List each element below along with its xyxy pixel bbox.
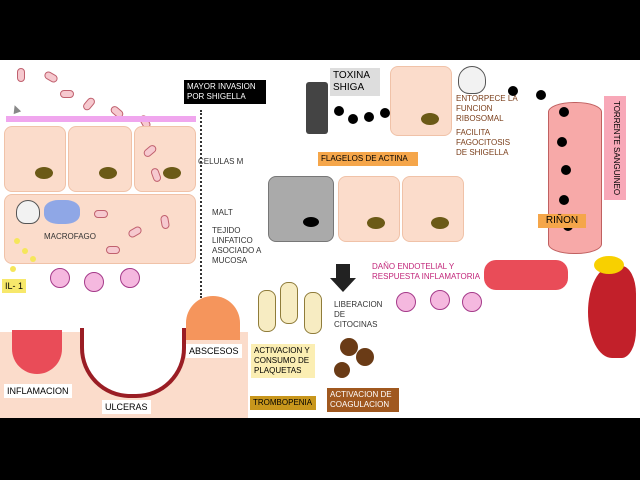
neutrophil (430, 290, 450, 310)
infected-cell (268, 176, 334, 242)
label-entorpece: ENTORPECE LA FUNCION RIBOSOMAL (456, 94, 518, 123)
label-flagelos: FLAGELOS DE ACTINA (318, 152, 418, 166)
neutrophil (120, 268, 140, 288)
macrophage (44, 200, 80, 224)
neutrophil (50, 268, 70, 288)
skull-icon (458, 66, 486, 94)
label-facilita: FACILITA FAGOCITOSIS DE SHIGELLA (456, 128, 511, 157)
toxin-dot (536, 90, 546, 100)
neutrophil (84, 272, 104, 292)
epithelial-cell (402, 176, 464, 242)
down-arrow-icon (336, 264, 350, 278)
epithelial-cell (68, 126, 132, 192)
toxin-dot (334, 106, 344, 116)
platelet (280, 282, 298, 324)
label-tejido: TEJIDO LINFATICO ASOCIADO A MUCOSA (212, 226, 261, 265)
bacterium (81, 96, 97, 112)
label-malt: MALT (212, 208, 233, 217)
clot (340, 338, 358, 356)
label-inflamacion: INFLAMACION (4, 384, 72, 398)
platelet (258, 290, 276, 332)
label-trombopenia: TROMBOPENIA (250, 396, 316, 410)
label-rinon: RIÑON (538, 214, 586, 228)
toxin-dot (348, 114, 358, 124)
adrenal-gland (594, 256, 624, 274)
cursor-icon (10, 103, 22, 115)
clot (356, 348, 374, 366)
inflammation-area (12, 330, 62, 374)
label-macrofago: MACROFAGO (44, 232, 97, 241)
bacterium (17, 68, 25, 82)
toxin-dot (508, 86, 518, 96)
label-mayor-invasion: MAYOR INVASION POR SHIGELLA (184, 80, 266, 104)
m-cell (134, 126, 196, 192)
clot (334, 362, 350, 378)
label-ulceras: ULCERAS (102, 400, 151, 414)
label-abscesos: ABSCESOS (186, 344, 242, 358)
label-activacion-plaquetas: ACTIVACION Y CONSUMO DE PLAQUETAS (251, 344, 315, 378)
toxin-dot (364, 112, 374, 122)
dotted-arrow (200, 110, 202, 298)
bacterium (60, 90, 74, 98)
apical-membrane (6, 116, 196, 122)
epithelial-cell (4, 126, 66, 192)
down-arrow-icon (330, 278, 356, 292)
bacterium (42, 70, 60, 84)
blood-vessel (548, 102, 602, 254)
cytokine-dot (10, 266, 16, 272)
label-liberacion: LIBERACION DE CITOCINAS (334, 300, 383, 329)
diagram-canvas: CELULAS M MACROFAGO IL- 1 ABSCESOS INFLA… (0, 60, 640, 418)
label-dano: DAÑO ENDOTELIAL Y RESPUESTA INFLAMATORIA (372, 262, 481, 281)
bacterium (94, 210, 108, 218)
label-toxina-shiga: TOXINA SHIGA (330, 68, 380, 96)
skull-icon (16, 200, 40, 224)
neutrophil (396, 292, 416, 312)
neutrophil (462, 292, 482, 312)
cytokine-dot (30, 256, 36, 262)
damaged-vessel (484, 260, 568, 290)
bacterium (106, 246, 120, 254)
target-cell (390, 66, 452, 136)
toxin-dot (380, 108, 390, 118)
label-torrente: TORRENTE SANGUINEO (604, 96, 626, 200)
kidney-icon (588, 266, 636, 358)
epithelial-cell (338, 176, 400, 242)
cytokine-dot (14, 238, 20, 244)
label-celulas-m: CELULAS M (198, 157, 244, 166)
label-il1: IL- 1 (2, 279, 27, 293)
cytokine-dot (22, 248, 28, 254)
label-activacion-coag: ACTIVACION DE COAGULACION (327, 388, 399, 412)
toxin-sprayer (306, 82, 328, 134)
abscess (186, 296, 240, 340)
platelet (304, 292, 322, 334)
